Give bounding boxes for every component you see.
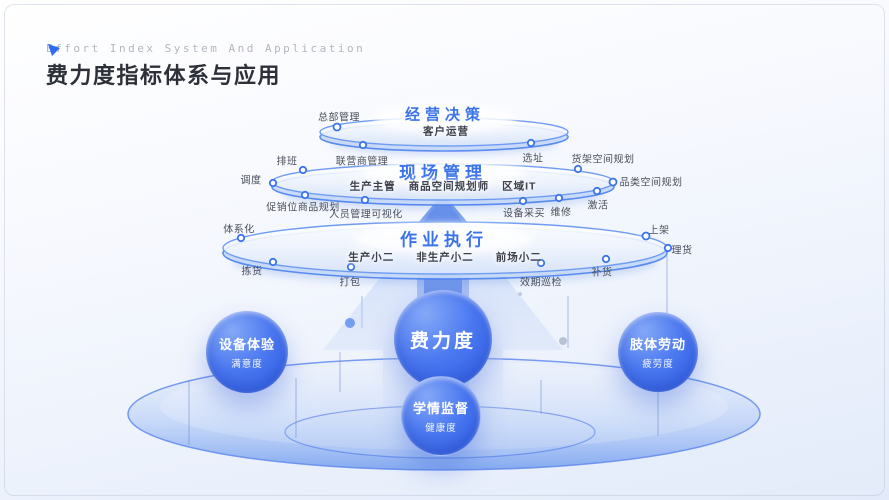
node-label: 效期巡检	[520, 277, 562, 289]
role-label: 区域IT	[502, 180, 537, 193]
node-label: 货架空间规划	[571, 154, 635, 166]
health-metric-label: 健康度	[425, 423, 457, 434]
node-label: 维修	[550, 207, 572, 219]
role-label: 客户运营	[423, 125, 469, 138]
node-label: 品类空间规划	[619, 177, 683, 189]
fatigue-metric-label: 疲劳度	[642, 359, 674, 370]
node-label: 设备采买	[503, 208, 545, 220]
page-header: Effort Index System And Application 费力度指…	[46, 42, 365, 90]
node-label: 上架	[648, 225, 670, 237]
node-label: 促销位商品规划	[266, 202, 340, 214]
node-label: 拣货	[241, 266, 263, 278]
tier-roles-site: 生产主管 商品空间规划师 区域IT	[350, 179, 537, 194]
physical-labor-label: 肢体劳动	[629, 338, 686, 353]
learning-supervision-bubble: 学情监督 健康度	[401, 376, 481, 456]
header-subtitle-en: Effort Index System And Application	[46, 42, 366, 55]
device-experience-label: 设备体验	[218, 338, 275, 353]
node-label: 排班	[276, 156, 298, 168]
role-label: 生产主管	[349, 180, 396, 193]
role-label: 商品空间规划师	[408, 180, 490, 193]
play-triangle-icon	[48, 44, 60, 56]
tier-title-operation: 作业执行	[400, 230, 488, 251]
node-label: 体系化	[223, 224, 255, 236]
role-label: 前场小二	[495, 251, 542, 264]
node-label: 总部管理	[318, 112, 360, 124]
node-label: 人员管理可视化	[329, 209, 403, 221]
node-dots	[236, 122, 673, 272]
satisfaction-metric-label: 满意度	[231, 359, 263, 370]
tier-disk-decision	[319, 104, 569, 155]
tier-title-site: 现场管理	[399, 163, 487, 184]
tier-title-decision: 经营决策	[404, 105, 486, 124]
learning-supervision-label: 学情监督	[412, 402, 469, 417]
node-label: 补货	[591, 267, 613, 279]
effort-bubble-label: 费力度	[409, 329, 476, 352]
effort-bubble: 费力度	[394, 290, 492, 388]
tier-roles-operation: 生产小二 非生产小二 前场小二	[348, 250, 542, 265]
node-label: 联营商管理	[335, 156, 389, 168]
role-label: 生产小二	[348, 251, 395, 264]
node-label: 打包	[339, 277, 361, 289]
physical-labor-bubble: 肢体劳动 疲劳度	[618, 312, 698, 392]
role-label: 非生产小二	[416, 251, 474, 264]
node-label: 理货	[671, 245, 693, 257]
device-experience-bubble: 设备体验 满意度	[206, 311, 288, 393]
tier-disk-operation	[222, 221, 668, 284]
node-label: 选址	[522, 153, 544, 165]
page-title: 费力度指标体系与应用	[46, 63, 282, 88]
node-label: 激活	[587, 200, 609, 212]
tier-roles-decision: 客户运营	[423, 124, 469, 139]
node-label: 调度	[240, 175, 262, 187]
